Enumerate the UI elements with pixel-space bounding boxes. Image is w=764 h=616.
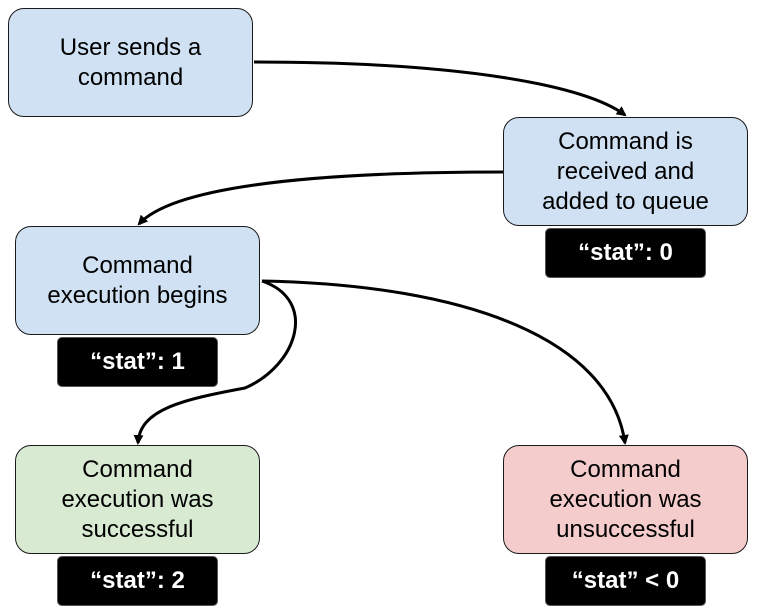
status-badge-success: “stat”: 2: [57, 556, 218, 606]
node-execution-unsuccessful: Command execution was unsuccessful: [503, 445, 748, 554]
status-badge-failure: “stat” < 0: [545, 556, 706, 606]
node-execution-begins: Command execution begins: [15, 226, 260, 335]
arrow-exec-to-fail: [261, 279, 629, 445]
arrow-exec-to-success: [133, 279, 298, 445]
status-badge-executing: “stat”: 1: [57, 337, 218, 387]
arrow-receive-to-exec: [137, 170, 504, 226]
node-execution-successful: Command execution was successful: [15, 445, 260, 554]
status-badge-received: “stat”: 0: [545, 228, 706, 278]
node-user-sends-command: User sends a command: [8, 8, 253, 117]
arrow-send-to-receive: [253, 60, 627, 117]
node-command-received: Command is received and added to queue: [503, 117, 748, 226]
